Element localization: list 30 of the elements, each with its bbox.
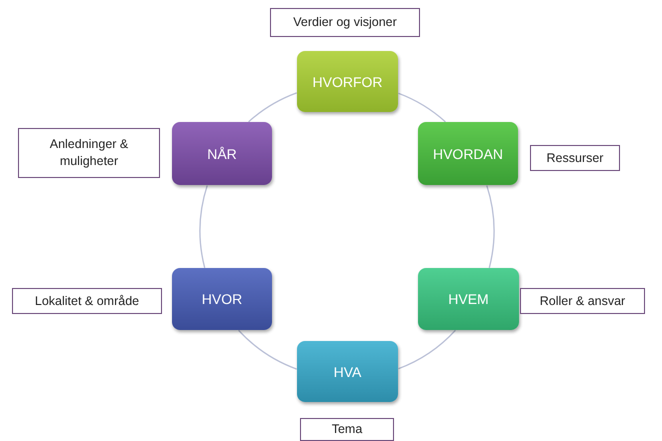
question-box	[172, 122, 272, 185]
cycle-arc	[199, 185, 208, 268]
cycle-arc	[486, 185, 495, 268]
question-box	[297, 341, 398, 402]
box-text: Anledninger & muligheter	[48, 136, 130, 170]
box-text: HVORDAN	[432, 146, 503, 162]
question-box	[172, 268, 272, 330]
box-text: Lokalitet & område	[34, 292, 140, 310]
box-text: NÅR	[207, 146, 237, 162]
label-box	[18, 128, 160, 178]
cycle-arc	[248, 92, 297, 122]
label-box	[520, 288, 645, 314]
label-box	[300, 418, 394, 441]
box-text: Tema	[332, 421, 362, 438]
box-text: HVA	[334, 364, 362, 380]
label-box	[12, 288, 162, 314]
question-box	[297, 51, 398, 112]
box-text: Roller & ansvar	[540, 292, 626, 310]
question-box	[418, 268, 519, 330]
cycle-arc	[238, 330, 297, 370]
label-box	[270, 8, 420, 37]
box-text: Verdier og visjoner	[293, 14, 397, 31]
box-text: HVOR	[202, 291, 242, 307]
box-text: HVORFOR	[312, 74, 382, 90]
cycle-arc	[398, 330, 456, 370]
question-box	[418, 122, 518, 185]
cycle-arc	[398, 92, 446, 122]
box-text: HVEM	[448, 291, 489, 307]
label-box	[530, 145, 620, 171]
box-text: Ressurser	[546, 150, 604, 166]
